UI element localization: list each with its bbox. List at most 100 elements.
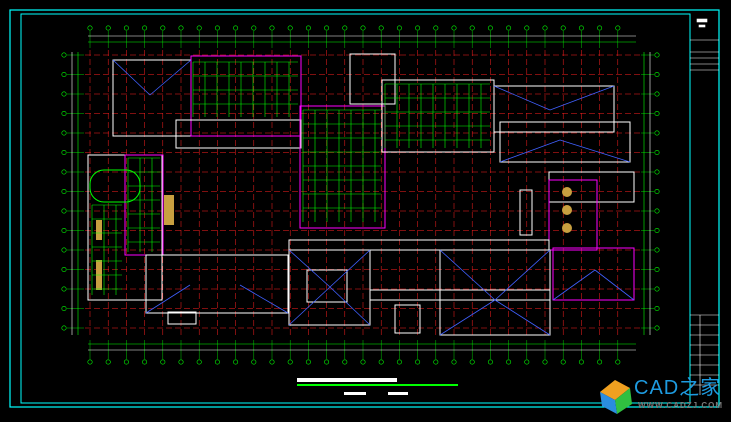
drawing-frame-inner	[20, 13, 691, 404]
axis-bubble	[542, 359, 548, 365]
axis-bubble	[597, 25, 603, 31]
axis-bubble	[654, 266, 660, 272]
drawing-frame-outer	[9, 9, 720, 408]
axis-bubble	[214, 359, 220, 365]
axis-bubble	[142, 359, 148, 365]
axis-bubble	[251, 25, 257, 31]
axis-bubble	[142, 25, 148, 31]
title-block	[690, 18, 719, 395]
axis-bubble	[61, 169, 67, 175]
axis-bubble	[61, 286, 67, 292]
axis-bubble	[451, 25, 457, 31]
axis-bubble	[61, 247, 67, 253]
axis-bubble	[196, 25, 202, 31]
axis-bubble	[654, 247, 660, 253]
axis-bubble	[560, 25, 566, 31]
axis-bubble	[469, 359, 475, 365]
axis-bubble	[542, 25, 548, 31]
axis-bubble	[160, 25, 166, 31]
axis-bubble	[61, 150, 67, 156]
axis-bubble	[654, 72, 660, 78]
axis-bubble	[654, 325, 660, 331]
axis-bubble	[396, 25, 402, 31]
cad-logo-icon	[600, 380, 632, 414]
axis-bubble	[654, 52, 660, 58]
axis-bubble	[324, 359, 330, 365]
axis-bubble	[61, 325, 67, 331]
axis-bubble	[433, 25, 439, 31]
axis-bubble	[360, 359, 366, 365]
axis-bubble	[214, 25, 220, 31]
axis-bubble	[123, 359, 129, 365]
axis-bubble	[654, 228, 660, 234]
axis-bubble	[61, 72, 67, 78]
axis-bubble	[654, 305, 660, 311]
axis-bubble	[654, 130, 660, 136]
axis-bubble	[654, 169, 660, 175]
axis-bubble	[61, 52, 67, 58]
axis-bubble	[123, 25, 129, 31]
axis-bubble	[61, 305, 67, 311]
axis-bubble	[378, 359, 384, 365]
axis-bubble	[61, 266, 67, 272]
axis-bubble	[87, 359, 93, 365]
axis-bubble	[178, 25, 184, 31]
axis-bubble	[233, 359, 239, 365]
axis-bubble	[378, 25, 384, 31]
axis-bubble	[506, 359, 512, 365]
room-partitions	[91, 61, 490, 295]
axis-bubble	[61, 130, 67, 136]
plan-scale-text	[344, 392, 366, 395]
axis-bubble	[578, 359, 584, 365]
axis-bubble	[597, 359, 603, 365]
axis-bubble	[506, 25, 512, 31]
axis-bubble	[469, 25, 475, 31]
building-outlines	[87, 53, 635, 336]
axis-bubble	[654, 286, 660, 292]
axis-bubble	[615, 359, 621, 365]
axis-bubble	[305, 25, 311, 31]
axis-bubble	[415, 25, 421, 31]
plan-scale-text	[388, 392, 408, 395]
furniture-blocks	[96, 187, 572, 290]
axis-bubble	[487, 25, 493, 31]
axis-bubble	[451, 359, 457, 365]
axis-bubble	[196, 359, 202, 365]
axis-bubble	[269, 25, 275, 31]
axis-bubble	[360, 25, 366, 31]
roof-hatch-lines	[112, 59, 635, 336]
axis-bubble	[654, 91, 660, 97]
axis-bubble	[61, 111, 67, 117]
axis-bubble	[433, 359, 439, 365]
axis-bubble	[324, 25, 330, 31]
watermark-brand: CAD之家	[634, 377, 722, 399]
axis-bubble	[524, 359, 530, 365]
axis-bubble	[396, 359, 402, 365]
axis-bubble	[615, 25, 621, 31]
watermark-url: WWW.CADZJ.COM	[638, 401, 723, 410]
axis-bubble	[251, 359, 257, 365]
plan-title-text	[297, 378, 397, 382]
axis-bubble	[578, 25, 584, 31]
axis-bubble	[233, 25, 239, 31]
axis-bubble	[524, 25, 530, 31]
axis-bubble	[61, 91, 67, 97]
axis-bubble	[61, 189, 67, 195]
axis-bubble	[105, 359, 111, 365]
axis-bubble	[560, 359, 566, 365]
axis-bubble	[654, 208, 660, 214]
axis-bubble	[342, 359, 348, 365]
axis-bubble	[61, 208, 67, 214]
axis-bubble	[87, 25, 93, 31]
axis-bubble	[269, 359, 275, 365]
axis-bubble	[160, 359, 166, 365]
axis-bubble	[415, 359, 421, 365]
dimension-lines	[61, 25, 660, 365]
axis-bubble	[654, 111, 660, 117]
axis-bubble	[61, 228, 67, 234]
axis-bubble	[487, 359, 493, 365]
axis-bubble	[287, 25, 293, 31]
axis-bubble	[654, 189, 660, 195]
